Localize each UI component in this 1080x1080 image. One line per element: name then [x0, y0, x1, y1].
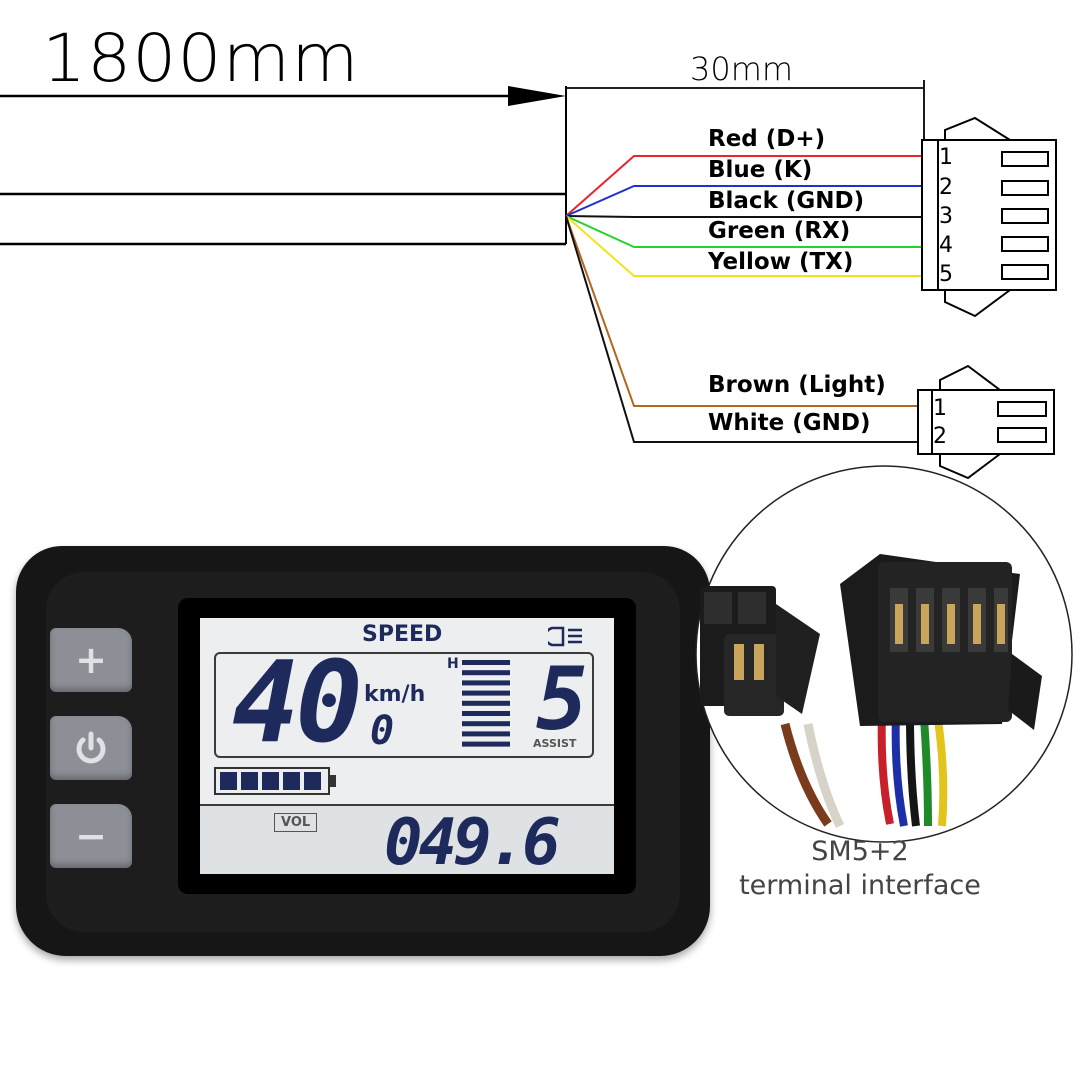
assist-label: ASSIST: [533, 737, 577, 750]
wire-brown: [565, 215, 918, 407]
pin-number: 2: [933, 424, 947, 449]
plus-icon: +: [75, 638, 107, 682]
battery-icon: [214, 767, 336, 795]
pin-number: 2: [939, 175, 953, 200]
speed-value: 40: [232, 638, 363, 768]
lcd-lower-strip: [200, 806, 614, 874]
assist-bar: [462, 731, 510, 737]
connector-2pin: [917, 364, 1055, 480]
plus-button[interactable]: +: [50, 628, 132, 692]
assist-bar: [462, 660, 510, 665]
assist-bar: [462, 670, 510, 676]
wire-label-yellow: Yellow (TX): [708, 249, 854, 275]
battery-segment: [241, 772, 258, 790]
assist-bar: [462, 690, 510, 696]
battery-tip: [329, 775, 336, 787]
assist-bar: [462, 700, 510, 706]
speed-unit: km/h: [364, 682, 426, 707]
vol-value: 049.6: [384, 806, 561, 880]
assist-bar: [462, 680, 510, 686]
battery-segment: [283, 772, 300, 790]
connector-5pin: [921, 116, 1057, 318]
vol-label: VOL: [274, 813, 318, 832]
minus-button[interactable]: −: [50, 804, 132, 868]
assist-level-bars: [462, 660, 510, 747]
battery-segment: [220, 772, 237, 790]
wire-red: [565, 155, 922, 217]
connector-photo-inset: [695, 465, 1073, 843]
speed-panel: [214, 652, 594, 758]
wire-label-white: White (GND): [708, 410, 871, 436]
battery-segment: [262, 772, 279, 790]
wire-green: [565, 215, 922, 248]
power-icon: [76, 731, 106, 764]
wiring-lines: [0, 80, 1057, 480]
wire-blue: [565, 185, 922, 217]
pin-number: 5: [939, 262, 953, 287]
power-button[interactable]: [50, 716, 132, 780]
wire-white: [565, 215, 918, 443]
lead-length-label: 30mm: [690, 50, 794, 88]
minus-icon: −: [75, 814, 107, 858]
lcd-divider: [200, 804, 614, 806]
level-letter: H: [447, 656, 459, 672]
pin-number: 3: [939, 204, 953, 229]
wire-label-green: Green (RX): [708, 218, 851, 244]
speed-heading: SPEED: [362, 622, 443, 647]
wire-black: [565, 215, 922, 218]
wire-label-blue: Blue (K): [708, 157, 813, 183]
dimension-arrow-head: [508, 86, 566, 106]
headlight-icon: [548, 626, 582, 647]
pin-number: 1: [939, 145, 953, 170]
pin-number: 1: [933, 396, 947, 421]
speed-decimal: 0: [370, 708, 394, 754]
wire-label-red: Red (D+): [708, 126, 826, 152]
wire-label-black: Black (GND): [708, 188, 865, 214]
pin-number: 4: [939, 233, 953, 258]
two-pin-plug: [700, 586, 820, 716]
connector-caption-subtitle: terminal interface: [739, 870, 981, 901]
wire-label-brown: Brown (Light): [708, 372, 886, 398]
wire-yellow: [565, 215, 922, 277]
battery-segment: [304, 772, 321, 790]
five-pin-plug: [840, 554, 1042, 730]
cable-length-label: 1800mm: [42, 20, 360, 97]
assist-value: 5: [536, 650, 588, 750]
assist-bar: [462, 741, 510, 747]
assist-bar: [462, 711, 510, 716]
connector-caption-title: SM5+2: [811, 836, 909, 867]
assist-bar: [462, 721, 510, 727]
